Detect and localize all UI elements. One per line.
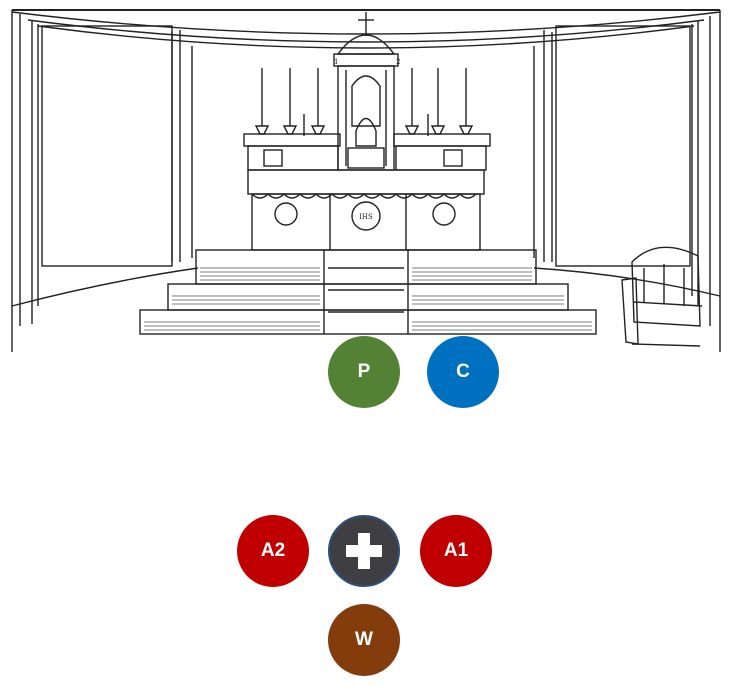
c-label: C	[456, 361, 470, 383]
cross-bearer-marker	[328, 515, 400, 587]
monogram-label: IHS	[359, 213, 373, 221]
label-1: 1	[334, 58, 338, 66]
cross-icon	[343, 530, 385, 572]
w-label: W	[355, 629, 373, 651]
priest-marker: P	[328, 336, 400, 408]
acolyte-2-marker: A2	[237, 515, 309, 587]
altar-illustration: IHS 1 2	[8, 6, 724, 354]
label-2: 2	[396, 58, 400, 66]
priest-label: P	[358, 361, 371, 383]
c-marker: C	[427, 336, 499, 408]
acolyte-1-label: A1	[444, 540, 468, 562]
acolyte-2-label: A2	[261, 540, 285, 562]
w-marker: W	[328, 604, 400, 676]
acolyte-1-marker: A1	[420, 515, 492, 587]
